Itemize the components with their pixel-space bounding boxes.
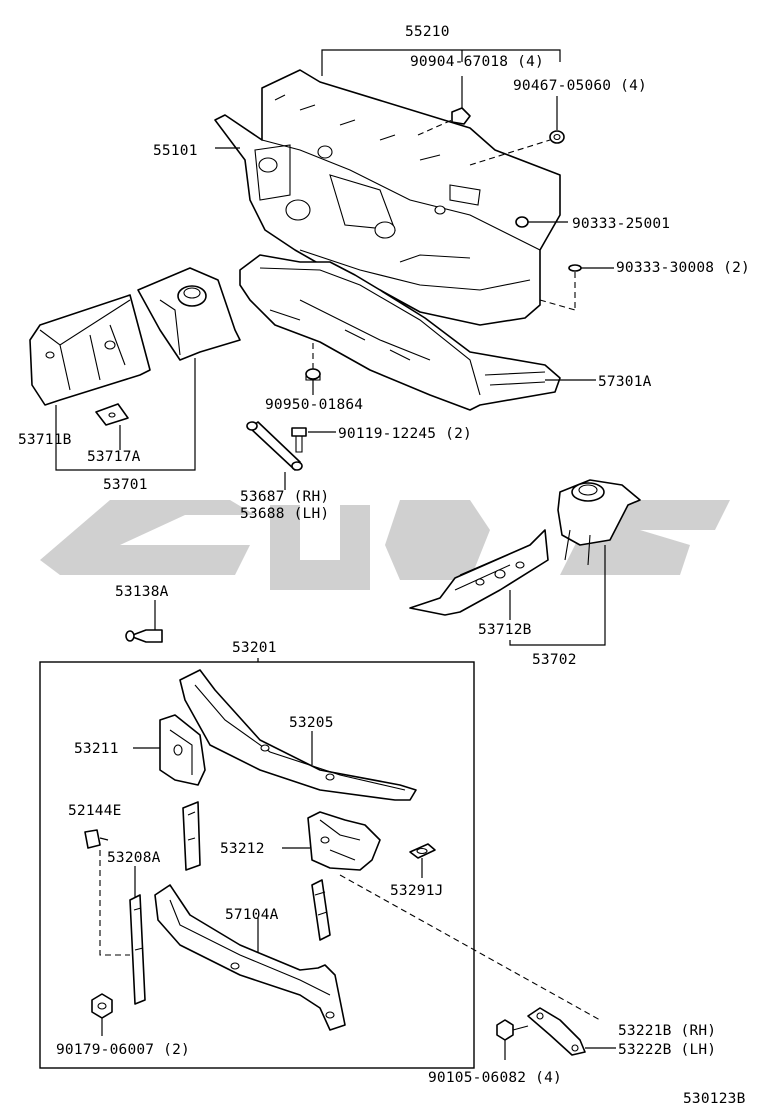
clip-90467-icon [549, 96, 565, 144]
support-53208A [129, 894, 146, 1005]
label-52144E: 52144E [68, 803, 122, 819]
label-90904-67018: 90904-67018 (4) [410, 54, 544, 70]
label-53717A: 53717A [87, 449, 141, 465]
upper-support-53205 [179, 669, 417, 801]
apron-53712B [409, 529, 549, 616]
cowl-panel-57301A [239, 254, 561, 411]
assembly-53201-box [39, 661, 475, 1069]
rod-53687-icon [246, 421, 303, 471]
label-57104A: 57104A [225, 907, 279, 923]
side-support-53211 [159, 714, 206, 786]
label-53212: 53212 [220, 841, 265, 857]
bracket-55210 [321, 49, 561, 76]
bolt-90119-icon [291, 427, 307, 453]
label-53211: 53211 [74, 741, 119, 757]
label-55210: 55210 [405, 24, 450, 40]
watermark-logo [40, 500, 730, 590]
label-53711B: 53711B [18, 432, 72, 448]
bolt-90950-icon [305, 340, 321, 395]
bolt-90105-icon [496, 1019, 529, 1041]
label-53701: 53701 [103, 477, 148, 493]
bracket-small-center [311, 879, 331, 941]
label-53712B: 53712B [478, 622, 532, 638]
bracket-53221B [527, 1007, 586, 1056]
bracket-53717A [95, 403, 129, 426]
label-53222B-lh: 53222B (LH) [618, 1042, 716, 1058]
diagram-id: 530123B [683, 1091, 746, 1107]
label-90333-30008: 90333-30008 (2) [616, 260, 750, 276]
label-53688-lh: 53688 (LH) [240, 506, 329, 522]
clip-53291J-icon [409, 843, 436, 859]
apron-upper-53702 [557, 479, 641, 566]
label-90333-25001: 90333-25001 [572, 216, 670, 232]
apron-53711B [29, 294, 151, 406]
nut-90179-icon [91, 993, 113, 1019]
label-90950-01864: 90950-01864 [265, 397, 363, 413]
apron-upper-53701 [137, 267, 241, 361]
label-53138A: 53138A [115, 584, 169, 600]
label-53208A: 53208A [107, 850, 161, 866]
label-90105-06082: 90105-06082 (4) [428, 1070, 562, 1086]
side-support-53212 [307, 811, 381, 871]
plug-90333-25001-icon [515, 216, 529, 228]
label-57301A: 57301A [598, 374, 652, 390]
label-53702: 53702 [532, 652, 577, 668]
clip-90904-icon [451, 76, 471, 125]
label-55101: 55101 [153, 143, 198, 159]
label-90467-05060: 90467-05060 (4) [513, 78, 647, 94]
plug-90333-30008-icon [568, 264, 582, 272]
label-53201: 53201 [232, 640, 277, 656]
label-53687-rh: 53687 (RH) [240, 489, 329, 505]
label-90179-06007: 90179-06007 (2) [56, 1042, 190, 1058]
label-53221B-rh: 53221B (RH) [618, 1023, 716, 1039]
dash-panel-55101 [214, 69, 561, 326]
bracket-vertical-left [182, 801, 201, 871]
label-90119-12245: 90119-12245 (2) [338, 426, 472, 442]
bolt-53138A-icon [125, 600, 163, 643]
clip-52144E-icon [84, 829, 109, 849]
lower-support-57104A [154, 884, 346, 1031]
label-53205: 53205 [289, 715, 334, 731]
label-53291J: 53291J [390, 883, 444, 899]
